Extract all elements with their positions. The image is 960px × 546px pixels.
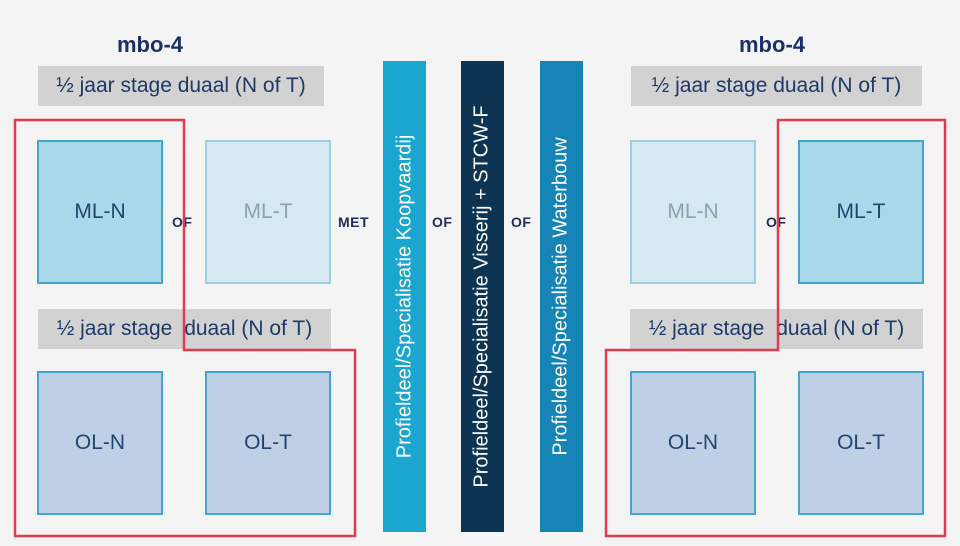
specialization-waterbouw-bar: Profieldeel/Specialisatie Waterbouw [540, 61, 583, 532]
right-or-ml: OF [766, 214, 787, 230]
specialization-koopvaardij-label: Profieldeel/Specialisatie Koopvaardij [393, 134, 415, 459]
left-ml-t-box: ML-T [205, 140, 331, 284]
right-ol-t-label: OL-T [837, 431, 885, 454]
right-stage-mid: ½ jaar stage duaal (N of T) [630, 309, 923, 349]
left-stage-mid: ½ jaar stage duaal (N of T) [38, 309, 331, 349]
left-ml-n-label: ML-N [74, 200, 126, 223]
left-ol-n-box: OL-N [37, 371, 163, 515]
right-heading: mbo-4 [739, 32, 805, 57]
right-ml-t-label: ML-T [836, 200, 886, 223]
left-stage-mid-b: duaal (N of T) [184, 317, 313, 340]
right-ml-n-box: ML-N [630, 140, 756, 284]
right-stage-top: ½ jaar stage duaal (N of T) [631, 66, 922, 106]
right-ml-n-label: ML-N [667, 200, 719, 223]
left-stage-top: ½ jaar stage duaal (N of T) [38, 66, 324, 106]
left-ol-t-label: OL-T [244, 431, 292, 454]
left-or-ml: OF [172, 214, 193, 230]
specialization-koopvaardij-bar: Profieldeel/Specialisatie Koopvaardij [383, 61, 426, 532]
left-ml-t-label: ML-T [243, 200, 293, 223]
specialization-waterbouw-label: Profieldeel/Specialisatie Waterbouw [550, 137, 572, 456]
or-connector-1: OF [432, 214, 453, 230]
met-connector: MET [338, 214, 370, 230]
left-heading: mbo-4 [117, 32, 183, 57]
right-stage-mid-a: ½ jaar stage [648, 317, 765, 340]
right-ol-n-box: OL-N [630, 371, 756, 515]
right-ol-t-box: OL-T [798, 371, 924, 515]
specialization-visserij-label: Profieldeel/Specialisatie Visserij + STC… [471, 105, 493, 488]
or-connector-2: OF [511, 214, 532, 230]
specialization-visserij-bar: Profieldeel/Specialisatie Visserij + STC… [461, 61, 504, 532]
right-ml-t-box: ML-T [798, 140, 924, 284]
left-ol-n-label: OL-N [74, 431, 126, 454]
right-ol-n-label: OL-N [667, 431, 719, 454]
left-stage-mid-a: ½ jaar stage [56, 317, 173, 340]
left-ol-t-box: OL-T [205, 371, 331, 515]
left-ml-n-box: ML-N [37, 140, 163, 284]
right-stage-mid-b: duaal (N of T) [776, 317, 905, 340]
